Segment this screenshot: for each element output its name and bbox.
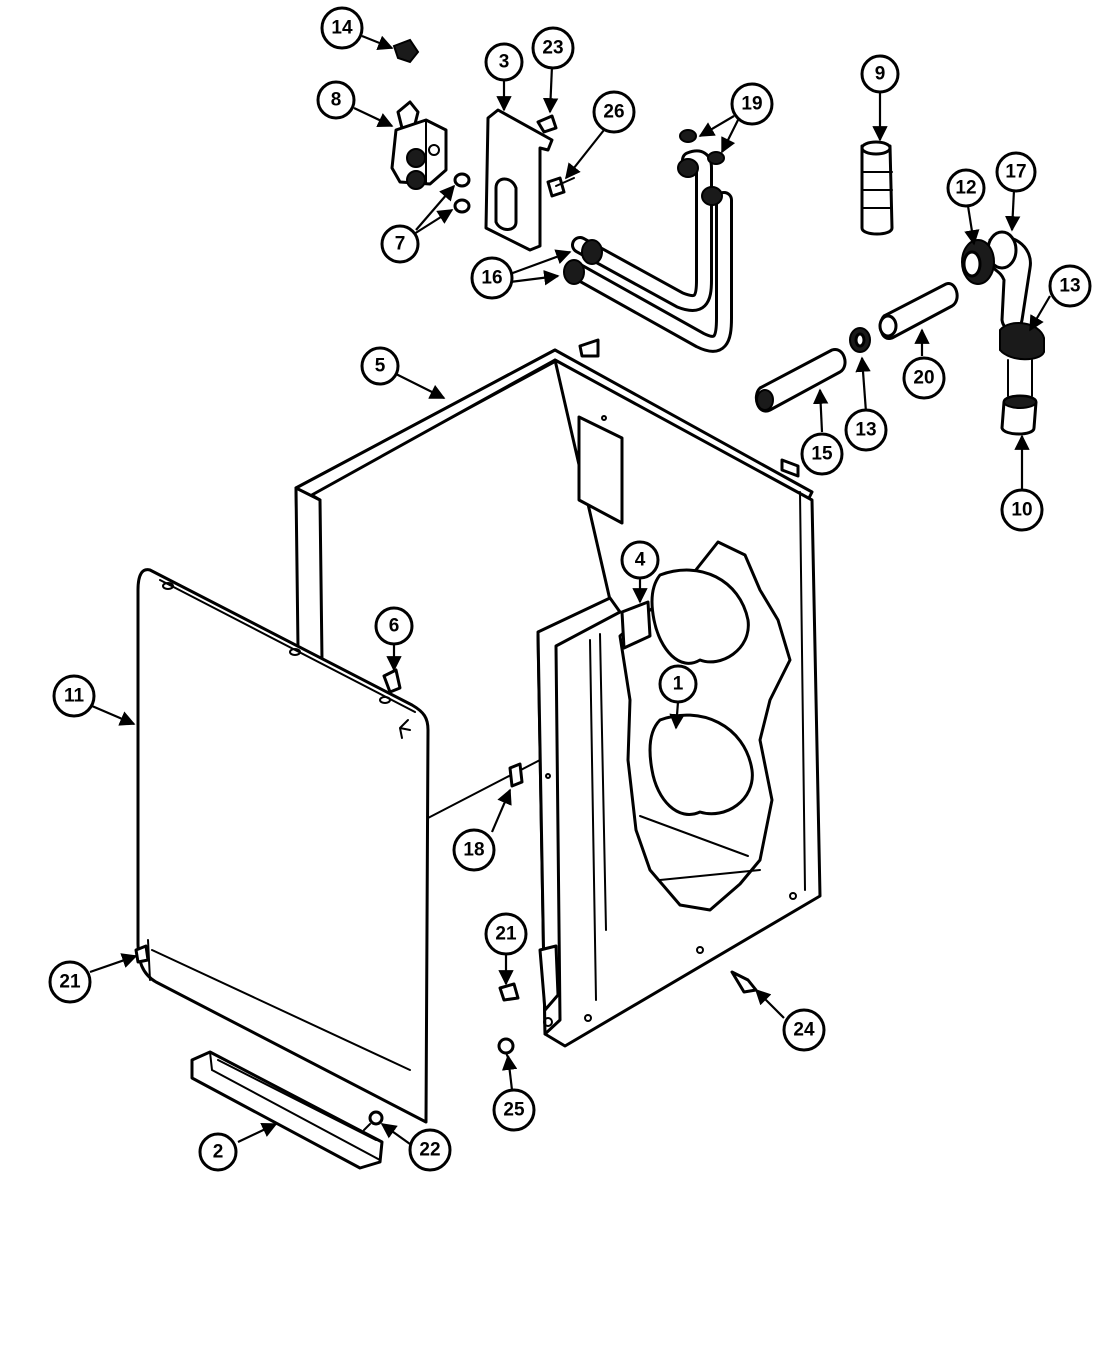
callout-21-right[interactable]: 21 — [484, 912, 528, 956]
water-valve-part-8 — [390, 100, 448, 190]
hose-clamp-part-13-lower — [849, 327, 871, 353]
callout-19[interactable]: 19 — [730, 82, 774, 126]
hose-washers-part-19 — [679, 129, 725, 165]
svg-text:22: 22 — [419, 1140, 440, 1161]
callout-11[interactable]: 11 — [52, 674, 96, 718]
svg-text:6: 6 — [389, 616, 400, 637]
svg-text:2: 2 — [213, 1142, 224, 1163]
fill-hoses-part-16 — [563, 149, 733, 353]
clip-part-21-right — [498, 982, 520, 1002]
drain-elbow-part-17 — [986, 230, 1032, 332]
screw-part-25 — [497, 1037, 515, 1063]
svg-text:11: 11 — [64, 686, 85, 707]
callout-17[interactable]: 17 — [995, 151, 1037, 193]
screw-part-26 — [546, 176, 575, 198]
washers-part-7 — [453, 172, 471, 214]
svg-text:18: 18 — [463, 840, 484, 861]
svg-text:13: 13 — [1059, 276, 1080, 297]
leader-lines — [89, 34, 1051, 1145]
callout-20[interactable]: 20 — [902, 356, 946, 400]
callout-4[interactable]: 4 — [620, 540, 660, 580]
svg-text:1: 1 — [673, 674, 684, 695]
front-panel-part-11 — [136, 568, 430, 1124]
svg-text:20: 20 — [913, 368, 934, 389]
svg-text:14: 14 — [331, 18, 353, 39]
callout-18[interactable]: 18 — [452, 828, 496, 872]
callout-21-left[interactable]: 21 — [48, 960, 92, 1004]
callout-2[interactable]: 2 — [198, 1132, 238, 1172]
svg-text:24: 24 — [793, 1020, 815, 1041]
callout-5[interactable]: 5 — [360, 346, 400, 386]
callout-6[interactable]: 6 — [374, 606, 414, 646]
callout-9[interactable]: 9 — [860, 54, 900, 94]
screw-part-22 — [363, 1110, 384, 1131]
callout-1[interactable]: 1 — [658, 664, 698, 704]
screw-part-23 — [536, 114, 558, 134]
callout-24[interactable]: 24 — [782, 1008, 826, 1052]
drain-hose-part-10 — [1000, 359, 1038, 436]
drain-adapter-part-9 — [860, 140, 894, 236]
clamp-part-14 — [392, 38, 420, 64]
svg-text:21: 21 — [59, 972, 81, 993]
clip-part-21-left — [134, 944, 150, 964]
cabinet-part-5 — [294, 338, 822, 1048]
svg-text:5: 5 — [375, 356, 386, 377]
svg-text:3: 3 — [499, 52, 510, 73]
valve-bracket-part-3 — [484, 108, 554, 252]
callout-15[interactable]: 15 — [800, 432, 844, 476]
callout-13-upper[interactable]: 13 — [1048, 264, 1092, 308]
hose-part-15 — [754, 348, 847, 413]
svg-text:16: 16 — [481, 268, 502, 289]
callout-14[interactable]: 14 — [320, 6, 364, 50]
tube-part-20 — [878, 282, 959, 340]
hose-clamp-part-13-upper — [999, 322, 1045, 361]
clip-part-4 — [620, 600, 652, 650]
callout-26[interactable]: 26 — [592, 90, 636, 134]
screw-part-24 — [730, 970, 758, 994]
svg-text:4: 4 — [635, 550, 646, 571]
svg-text:12: 12 — [955, 178, 976, 199]
clip-part-6 — [382, 668, 402, 694]
coupling-nut-part-12 — [961, 239, 995, 285]
svg-text:17: 17 — [1005, 162, 1026, 183]
svg-text:9: 9 — [875, 64, 886, 85]
callout-23[interactable]: 23 — [531, 26, 575, 70]
svg-text:7: 7 — [395, 234, 406, 255]
callout-25[interactable]: 25 — [492, 1088, 536, 1132]
svg-text:21: 21 — [495, 924, 517, 945]
callout-16[interactable]: 16 — [470, 256, 514, 300]
svg-text:25: 25 — [503, 1100, 525, 1121]
svg-text:10: 10 — [1011, 500, 1032, 521]
svg-text:19: 19 — [741, 94, 762, 115]
kickplate-part-2 — [190, 1050, 384, 1170]
svg-text:23: 23 — [542, 38, 563, 59]
clip-part-18 — [508, 762, 524, 788]
callout-8[interactable]: 8 — [316, 80, 356, 120]
callout-22[interactable]: 22 — [408, 1128, 452, 1172]
callouts: 14 3 23 9 8 26 19 12 17 7 16 13 5 20 13 … — [48, 6, 1092, 1172]
svg-text:8: 8 — [331, 90, 342, 111]
callout-3[interactable]: 3 — [484, 42, 524, 82]
callout-13-lower[interactable]: 13 — [844, 408, 888, 452]
svg-text:13: 13 — [855, 420, 876, 441]
callout-7[interactable]: 7 — [380, 224, 420, 264]
callout-12[interactable]: 12 — [946, 168, 986, 208]
svg-text:15: 15 — [811, 444, 833, 465]
svg-text:26: 26 — [603, 102, 624, 123]
callout-10[interactable]: 10 — [1000, 488, 1044, 532]
